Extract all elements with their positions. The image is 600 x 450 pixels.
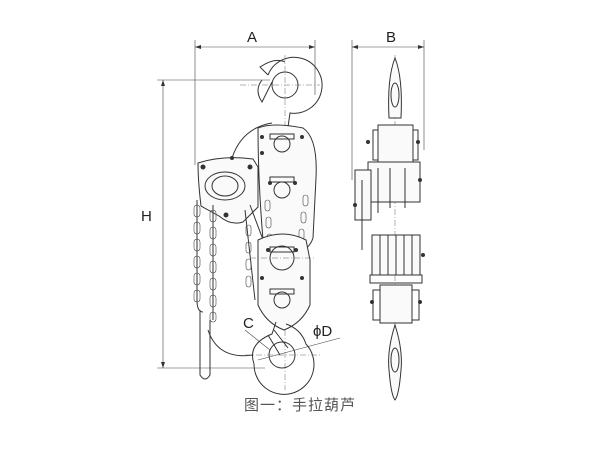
side-view <box>353 55 425 401</box>
label-a: A <box>247 29 257 46</box>
dimension-b: B <box>351 29 425 180</box>
front-view: C ϕD <box>193 55 341 395</box>
hand-chain <box>196 200 266 380</box>
label-c: C <box>243 315 254 332</box>
dimension-a: A <box>194 29 316 165</box>
figure-caption: 图一：手拉葫芦 <box>243 396 356 414</box>
dimension-h: H <box>141 79 270 369</box>
label-d: ϕD <box>313 323 332 340</box>
label-h: H <box>141 208 152 225</box>
label-b: B <box>386 29 396 46</box>
